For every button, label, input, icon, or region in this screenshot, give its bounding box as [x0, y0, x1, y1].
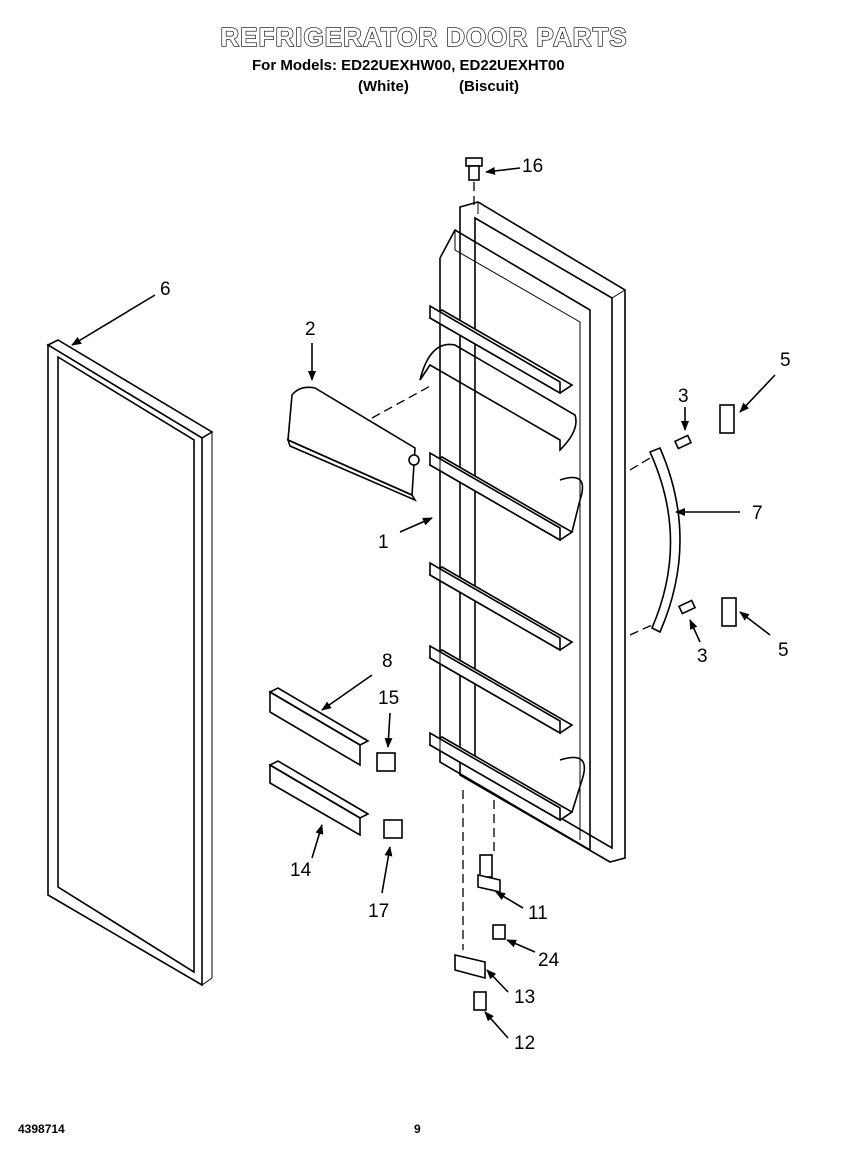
door-shelf	[428, 451, 584, 542]
document-number: 4398714	[18, 1122, 65, 1136]
callout-13: 13	[514, 987, 535, 1008]
dairy-door	[286, 384, 433, 502]
page-number: 9	[414, 1122, 421, 1136]
models-line: For Models: ED22UEXHW00, ED22UEXHT00	[252, 57, 565, 74]
screw-part-3-upper	[673, 434, 693, 450]
callout-7: 7	[752, 503, 763, 524]
callout-3-lower: 3	[697, 646, 708, 667]
callout-16: 16	[522, 156, 543, 177]
screw-part-12	[473, 991, 487, 1011]
trim-strip-part-8	[268, 687, 370, 767]
callout-15: 15	[378, 688, 399, 709]
clip-part-15	[376, 752, 396, 772]
hinge-part-11	[477, 854, 501, 894]
callout-3-upper: 3	[678, 386, 689, 407]
screw-part-24	[492, 924, 506, 940]
callout-5-upper: 5	[780, 350, 791, 371]
callout-6: 6	[160, 279, 171, 300]
page-title: REFRIGERATOR DOOR PARTS	[220, 21, 628, 52]
cap-part-5-lower	[721, 597, 737, 627]
callout-17: 17	[368, 901, 389, 922]
door-shelf	[428, 561, 574, 652]
clip-part-17	[383, 819, 403, 839]
door-shelf-curved	[419, 343, 577, 452]
door-shelf	[428, 731, 586, 822]
callout-12: 12	[514, 1033, 535, 1054]
door-liner	[419, 201, 626, 863]
callout-1: 1	[378, 532, 389, 553]
door-shelf	[428, 304, 574, 395]
variant-white-label: (White)	[358, 78, 409, 95]
door-gasket	[46, 339, 214, 987]
callout-5-lower: 5	[778, 640, 789, 661]
screw-part-16	[465, 157, 483, 206]
hinge-bracket-part-13	[454, 953, 486, 980]
screw-part-3-lower	[677, 599, 697, 615]
door-shelf	[428, 644, 574, 735]
variant-biscuit-label: (Biscuit)	[459, 78, 519, 95]
callout-14: 14	[290, 860, 312, 881]
callout-8: 8	[382, 651, 393, 672]
callout-2: 2	[305, 319, 316, 340]
callout-11: 11	[528, 903, 548, 924]
trim-strip-part-14	[268, 760, 370, 837]
callout-24: 24	[538, 950, 560, 971]
cap-part-5-upper	[719, 404, 735, 434]
door-handle	[629, 446, 681, 636]
leader-arrows	[71, 166, 776, 1039]
